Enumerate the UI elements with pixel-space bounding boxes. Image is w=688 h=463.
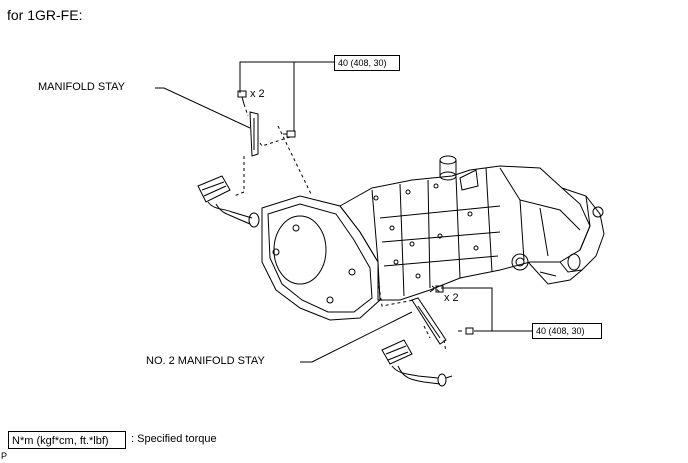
manifold-stay-label: MANIFOLD STAY	[38, 81, 125, 93]
no2-manifold-stay-leader	[300, 311, 413, 363]
torque-bracket-top	[239, 61, 334, 131]
alignment-lines-top	[233, 103, 313, 197]
shift-tower	[439, 155, 479, 191]
transmission-main-case	[339, 165, 591, 301]
bolt-quantity-bottom: x 2	[444, 292, 459, 304]
exhaust-pipe-upper	[197, 175, 260, 228]
torque-bracket-bottom	[441, 287, 532, 332]
diagram-heading: for 1GR-FE:	[7, 7, 83, 23]
transmission-bell-housing	[261, 195, 381, 321]
bolt-bottom-upper	[429, 285, 444, 293]
manifold-stay-bracket	[249, 111, 259, 157]
torque-spec-bottom: 40 (408, 30)	[532, 323, 602, 339]
corner-mark: P	[1, 451, 8, 461]
legend-description: : Specified torque	[131, 433, 217, 445]
case-bolts	[373, 183, 479, 279]
alignment-lines-bottom	[377, 279, 447, 353]
bolt-top-right	[283, 130, 296, 138]
legend-torque-unit-box: N*m (kgf*cm, ft.*lbf)	[8, 431, 126, 449]
no2-manifold-stay-label: NO. 2 MANIFOLD STAY	[146, 355, 265, 367]
no2-manifold-stay-bracket	[411, 297, 447, 345]
bolt-bottom-lower	[458, 327, 474, 335]
bolt-top-left	[237, 90, 247, 105]
transfer-case	[511, 187, 605, 285]
torque-spec-top: 40 (408, 30)	[334, 55, 400, 71]
manifold-stay-leader	[155, 87, 251, 129]
bolt-quantity-top: x 2	[250, 88, 265, 100]
exhaust-pipe-lower	[381, 339, 453, 387]
